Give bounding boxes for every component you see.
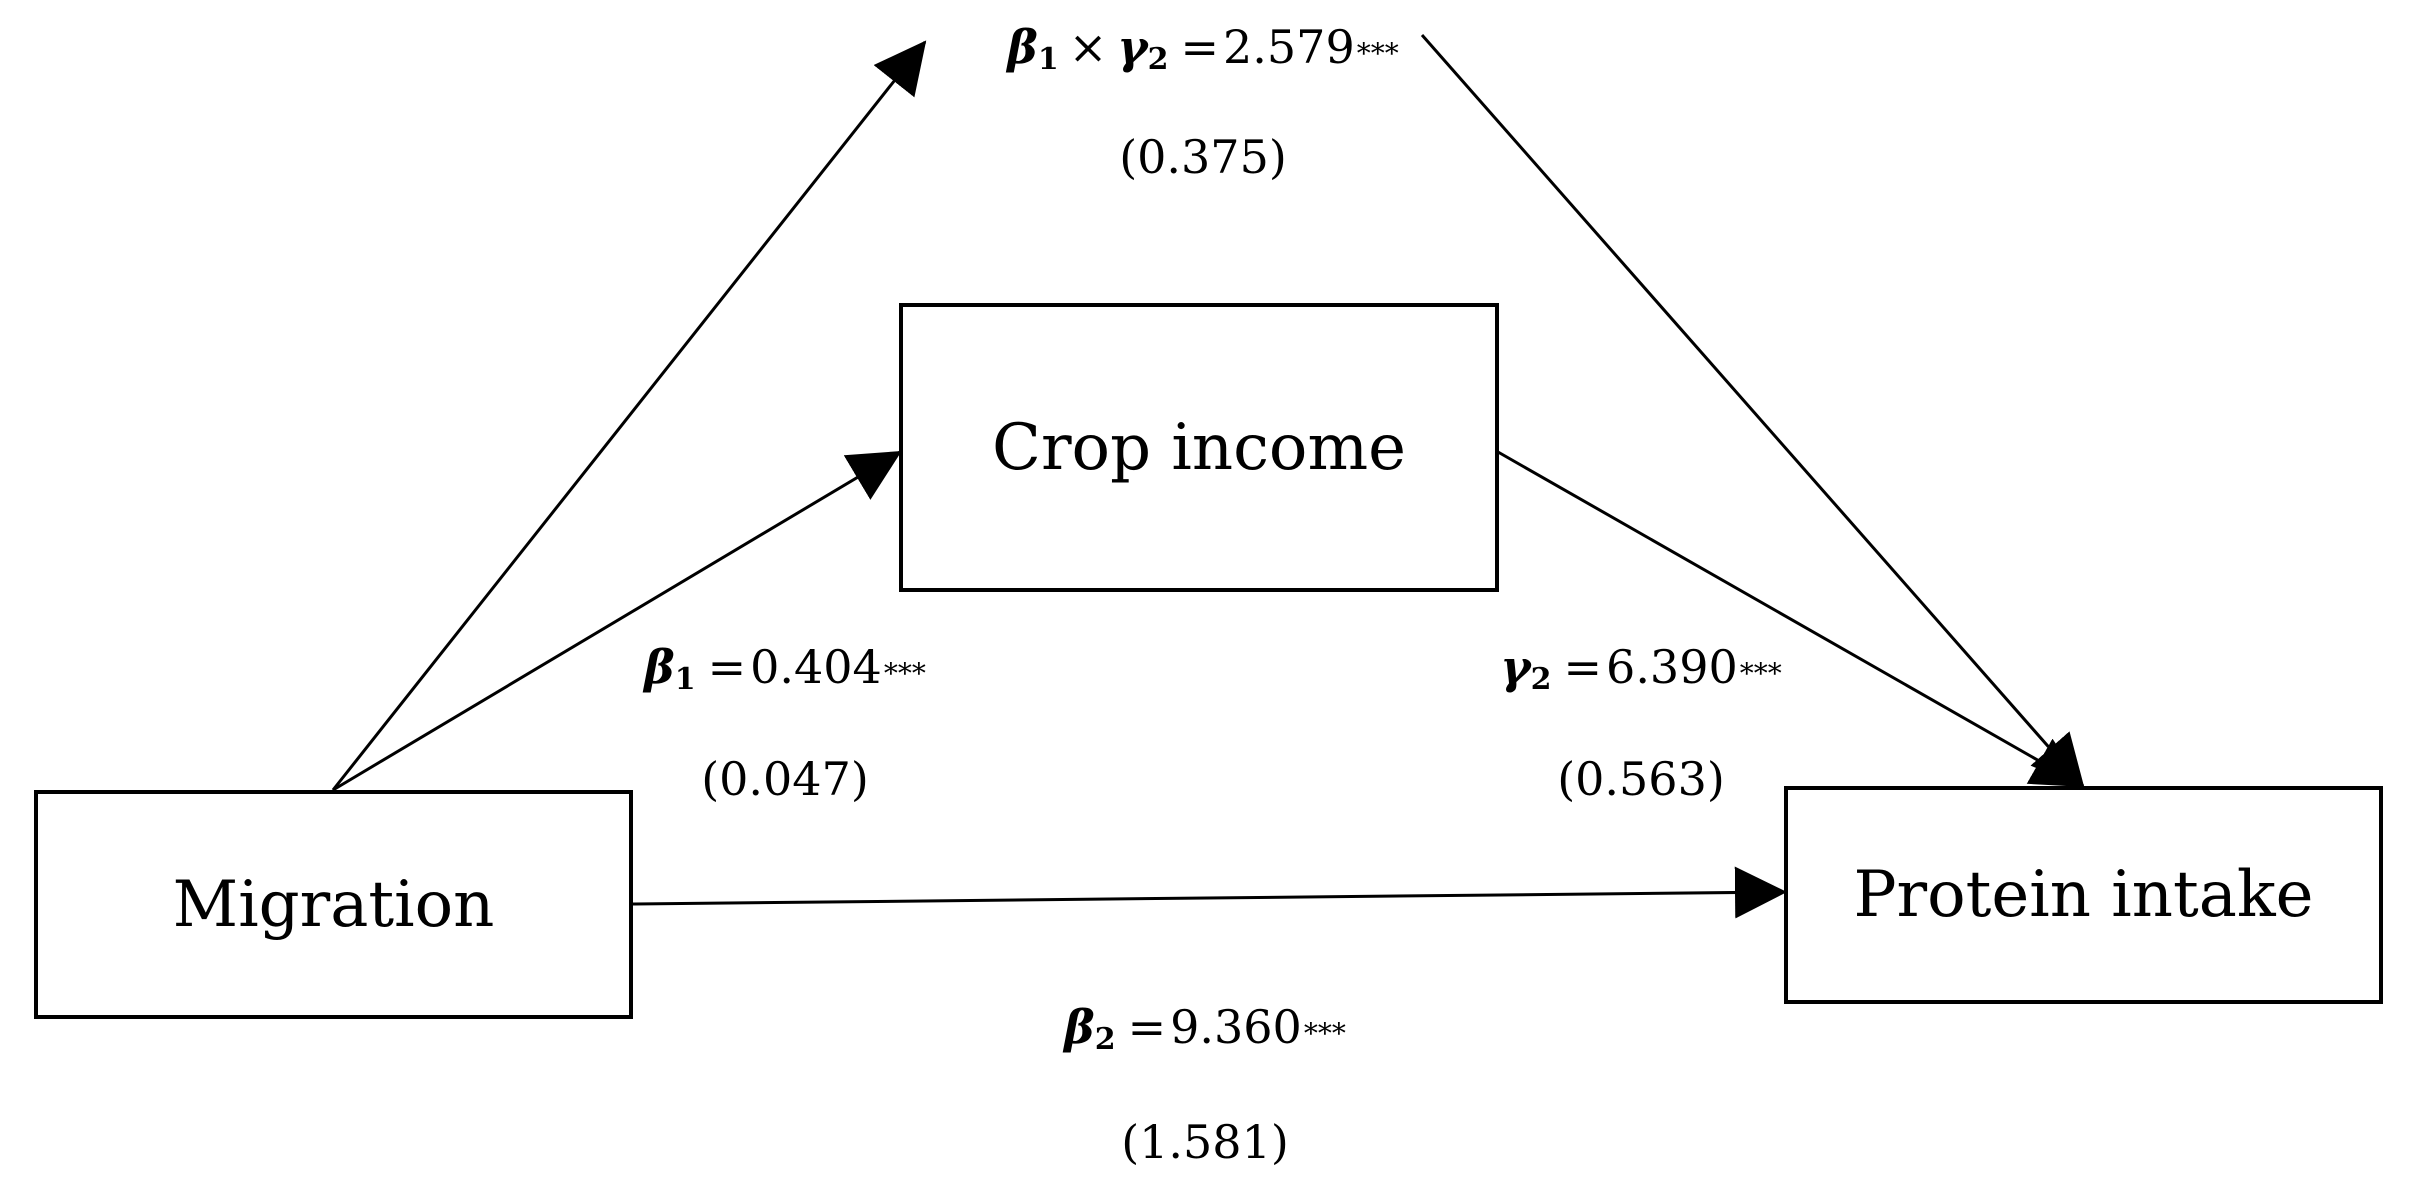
a-path-label: β1 = 0.404 ***: [644, 640, 926, 697]
protein-intake-label: Protein intake: [1853, 858, 2314, 932]
b-path-label: γ2 = 6.390 ***: [1500, 640, 1782, 697]
b-path-standard-error: (0.563): [1557, 752, 1725, 806]
indirect-subscript-2: 2: [1147, 42, 1169, 77]
b-path-coefficient: 6.390: [1606, 640, 1738, 694]
indirect-significance: ***: [1356, 37, 1399, 70]
a-path-subscript: 1: [674, 662, 696, 697]
indirect-equals: =: [1180, 20, 1220, 74]
migration-box: Migration: [34, 790, 633, 1019]
indirect-coefficient: 2.579: [1223, 20, 1355, 74]
crop-income-label: Crop income: [991, 410, 1407, 485]
indirect-subscript-1: 1: [1037, 42, 1059, 77]
a-path-standard-error: (0.047): [701, 752, 869, 806]
direct-path-equals: =: [1127, 1000, 1167, 1054]
crop-income-box: Crop income: [899, 303, 1499, 592]
b-path-significance: ***: [1739, 657, 1782, 690]
a-path-coefficient: 0.404: [750, 640, 882, 694]
migration-label: Migration: [172, 867, 495, 942]
direct-path-coefficient: 9.360: [1170, 1000, 1302, 1054]
a-path-arrow: [332, 450, 902, 792]
direct-path-standard-error: (1.581): [1121, 1115, 1289, 1169]
indirect-operator: ×: [1068, 20, 1108, 74]
a-path-significance: ***: [883, 657, 926, 690]
indirect-symbol-2: γ: [1117, 20, 1148, 74]
protein-intake-box: Protein intake: [1784, 786, 2383, 1004]
direct-path-significance: ***: [1303, 1017, 1346, 1050]
indirect-symbol-1: β: [1007, 20, 1038, 74]
b-path-symbol: γ: [1500, 640, 1531, 694]
b-path-arrow: [1497, 450, 2085, 788]
b-path-equals: =: [1563, 640, 1603, 694]
direct-path-symbol: β: [1064, 1000, 1095, 1054]
direct-path-label: β2 = 9.360 ***: [1064, 1000, 1346, 1057]
a-path-equals: =: [707, 640, 747, 694]
indirect-arrow-up: [331, 40, 927, 791]
direct-path-subscript: 2: [1094, 1022, 1116, 1057]
b-path-subscript: 2: [1530, 662, 1552, 697]
a-path-symbol: β: [644, 640, 675, 694]
indirect-arrow-down: [1420, 34, 2085, 788]
direct-path-arrow: [631, 866, 1787, 919]
indirect-standard-error: (0.375): [1119, 130, 1287, 184]
indirect-effect-label: β1 × γ2 = 2.579 ***: [1007, 20, 1398, 77]
